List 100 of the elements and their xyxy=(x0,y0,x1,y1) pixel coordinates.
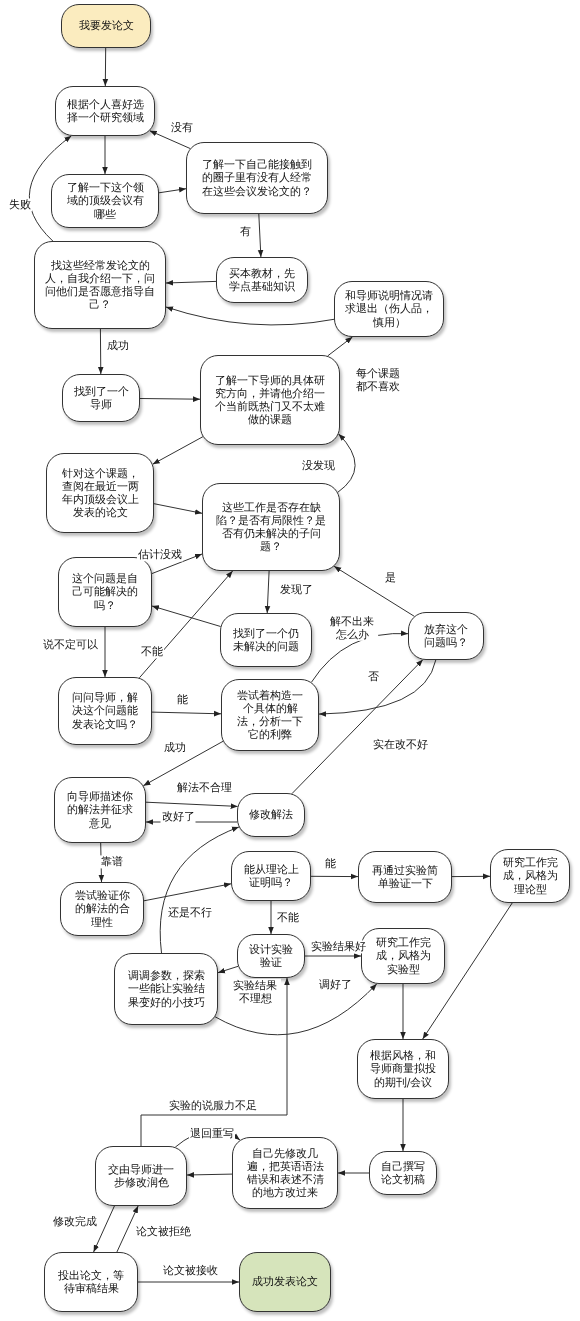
node-text: 了解一下导师的具体研究方向，并请他介绍一个当前既热门又不太难做的课题 xyxy=(214,373,326,427)
rounded-node xyxy=(408,612,484,660)
node-text: 设计实验验证 xyxy=(248,942,294,970)
node-text: 交由导师进一步修改润色 xyxy=(107,1162,175,1190)
rounded-node xyxy=(61,4,151,48)
edge-label: 不能 xyxy=(140,645,164,659)
node-text: 再通过实验简单验证一下 xyxy=(371,863,439,891)
node-text: 我要发论文 xyxy=(78,19,134,33)
edge-label: 还是不行 xyxy=(167,906,213,920)
edge-label: 是 xyxy=(383,571,397,585)
arrow xyxy=(137,1279,240,1285)
rounded-node xyxy=(186,142,328,214)
arrow xyxy=(93,1205,115,1253)
node-text: 找这些经常发论文的人，自我介绍一下，问问他们是否愿意指导自己？ xyxy=(45,258,155,312)
edge-label: 失败 xyxy=(8,198,32,212)
arrow xyxy=(214,983,378,1036)
node-text: 问问导师，解决这个问题能发表论文吗？ xyxy=(71,691,139,731)
node-text: 自己撰写论文初稿 xyxy=(380,1159,426,1187)
rounded-node xyxy=(202,483,340,571)
rounded-node xyxy=(51,174,159,228)
edge-label: 有 xyxy=(238,225,252,239)
node-text: 根据个人喜好选择一个研究领域 xyxy=(66,97,144,125)
rounded-node xyxy=(369,1151,437,1195)
edge-label: 调好了 xyxy=(317,978,353,992)
rounded-node xyxy=(357,1039,449,1099)
node-text: 调调参数，探索一些能让实验结果变好的小技巧 xyxy=(126,969,206,1009)
node-text: 自己先修改几遍，把英语语法错误和表述不清的地方改过来 xyxy=(245,1146,325,1200)
rounded-node xyxy=(95,1146,187,1206)
arrow xyxy=(138,570,234,679)
arrow xyxy=(165,306,335,326)
node-text: 这个问题是自己可能解决的吗？ xyxy=(71,572,139,612)
edge-label: 否 xyxy=(366,670,380,684)
arrow xyxy=(102,47,109,87)
arrow xyxy=(139,396,201,402)
arrow xyxy=(102,135,108,175)
arrow xyxy=(217,965,239,974)
node-text: 根据风格，和导师商量拟投的期刊/会议 xyxy=(369,1049,437,1089)
arrow xyxy=(400,1098,406,1152)
node-text: 尝试着构造一个具体的解法，分析一下它的利弊 xyxy=(236,688,304,742)
rounded-node xyxy=(232,1137,338,1209)
arrow xyxy=(140,977,290,1147)
node-text: 和导师说明情况请求退出（伤人品，慎用） xyxy=(345,289,433,329)
rounded-node xyxy=(216,257,308,303)
edge-label: 解法不合理 xyxy=(175,781,233,795)
arrow xyxy=(257,213,264,258)
node-text: 能从理论上证明吗？ xyxy=(242,862,300,890)
arrow xyxy=(333,565,415,617)
arrow xyxy=(337,1170,370,1176)
arrow xyxy=(159,826,240,954)
node-text: 研究工作完成，风格为实验型 xyxy=(374,936,432,976)
arrow xyxy=(151,605,222,627)
arrow xyxy=(158,187,187,194)
rounded-node xyxy=(34,241,166,329)
arrow xyxy=(337,433,356,493)
arrow xyxy=(102,626,108,678)
node-text: 找到了一个导师 xyxy=(73,384,129,412)
node-text: 这些工作是否存在缺陷？是否有局限性？是否有仍未解决的子问题？ xyxy=(215,500,327,554)
arrow xyxy=(153,503,203,515)
arrow xyxy=(304,953,362,959)
rounded-node xyxy=(334,281,444,337)
arrow xyxy=(327,336,353,357)
rounded-node xyxy=(490,849,570,903)
edge-label: 能 xyxy=(175,693,189,707)
rounded-node xyxy=(54,777,146,843)
edge-label: 改好了 xyxy=(160,810,196,824)
arrow xyxy=(264,570,271,614)
rounded-node xyxy=(239,1252,331,1312)
edge-label: 说不定可以 xyxy=(41,638,99,652)
arrow xyxy=(422,902,513,1040)
arrow xyxy=(28,135,72,242)
node-text: 投出论文，等待审稿结果 xyxy=(57,1268,125,1296)
edge-label: 能 xyxy=(323,857,337,871)
rounded-node xyxy=(231,851,311,901)
edge-label: 估计没戏 xyxy=(137,548,183,562)
rounded-node xyxy=(46,453,154,533)
arrow xyxy=(165,280,217,286)
arrow xyxy=(142,740,224,787)
node-text: 尝试验证你的解法的合理性 xyxy=(73,889,131,929)
arrow xyxy=(116,1205,139,1253)
rounded-node xyxy=(237,793,305,837)
rounded-node xyxy=(237,934,305,978)
node-text: 放弃这个问题吗？ xyxy=(423,622,469,650)
edge-label: 靠谱 xyxy=(100,855,124,869)
edge-label: 实在改不好 xyxy=(371,738,429,752)
rounded-node xyxy=(62,374,140,422)
node-text: 了解一下自己能接触到的圈子里有没有人经常在这些会议发论文的？ xyxy=(201,158,313,198)
arrow xyxy=(310,873,359,880)
arrow xyxy=(98,842,105,883)
node-text: 针对这个课题，查阅在最近一两年内顶级会议上发表的论文 xyxy=(60,466,140,520)
arrow xyxy=(291,659,424,795)
edge-label: 成功 xyxy=(163,741,187,755)
arrow xyxy=(97,328,104,375)
arrow xyxy=(145,801,239,809)
node-text: 买本教材，先学点基础知识 xyxy=(228,266,296,294)
edge-label: 成功 xyxy=(106,339,130,353)
node-text: 研究工作完成，风格为理论型 xyxy=(501,856,559,896)
rounded-node xyxy=(221,679,319,751)
edge-label: 修改完成 xyxy=(52,1215,98,1229)
edge-label: 不能 xyxy=(276,911,300,925)
rounded-node xyxy=(220,613,312,667)
